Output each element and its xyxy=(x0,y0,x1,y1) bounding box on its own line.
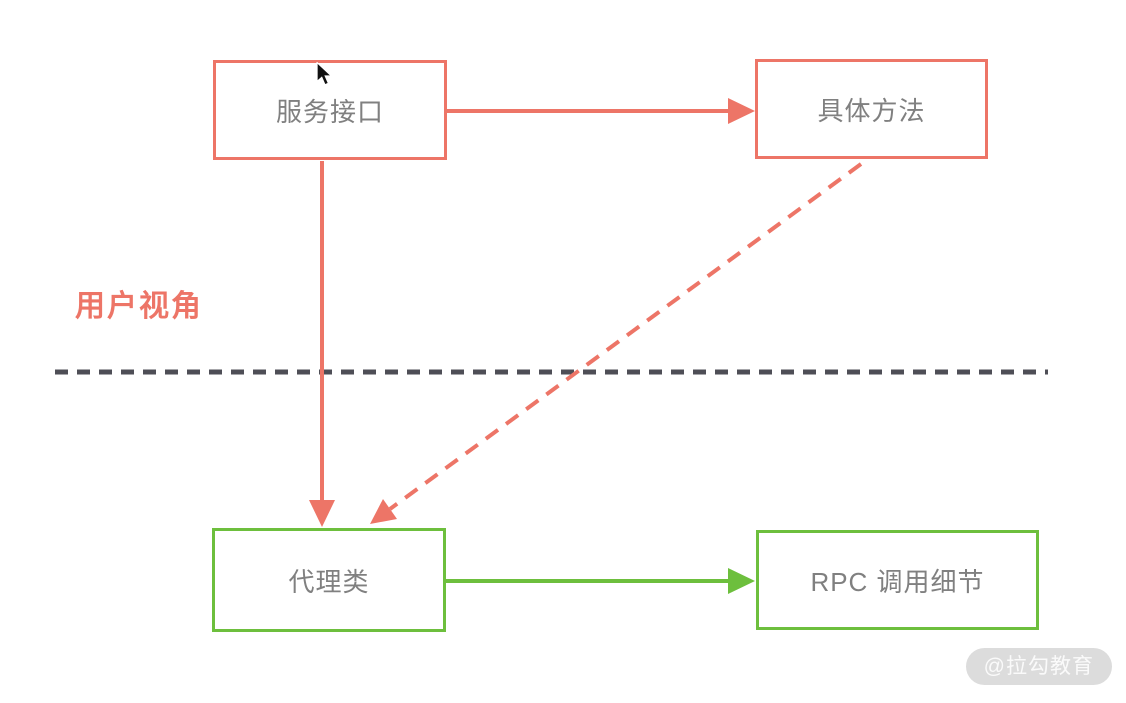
arrow-proxy-to-rpc xyxy=(446,568,755,594)
watermark-badge: @拉勾教育 xyxy=(965,648,1112,685)
arrow-service-to-proxy xyxy=(309,161,335,527)
box-rpc-detail: RPC 调用细节 xyxy=(756,530,1039,630)
arrow-method-to-proxy-dashed xyxy=(370,162,863,524)
box-proxy-class: 代理类 xyxy=(212,528,446,632)
mouse-cursor-icon xyxy=(316,62,333,86)
box-proxy-class-label: 代理类 xyxy=(288,566,370,597)
arrow-service-to-method xyxy=(447,98,755,124)
box-concrete-method-label: 具体方法 xyxy=(817,95,926,126)
user-view-label: 用户视角 xyxy=(75,290,203,323)
box-concrete-method: 具体方法 xyxy=(755,59,988,159)
box-service-interface: 服务接口 xyxy=(213,60,447,160)
box-rpc-detail-label: RPC 调用细节 xyxy=(810,566,985,597)
box-service-interface-label: 服务接口 xyxy=(275,96,384,127)
